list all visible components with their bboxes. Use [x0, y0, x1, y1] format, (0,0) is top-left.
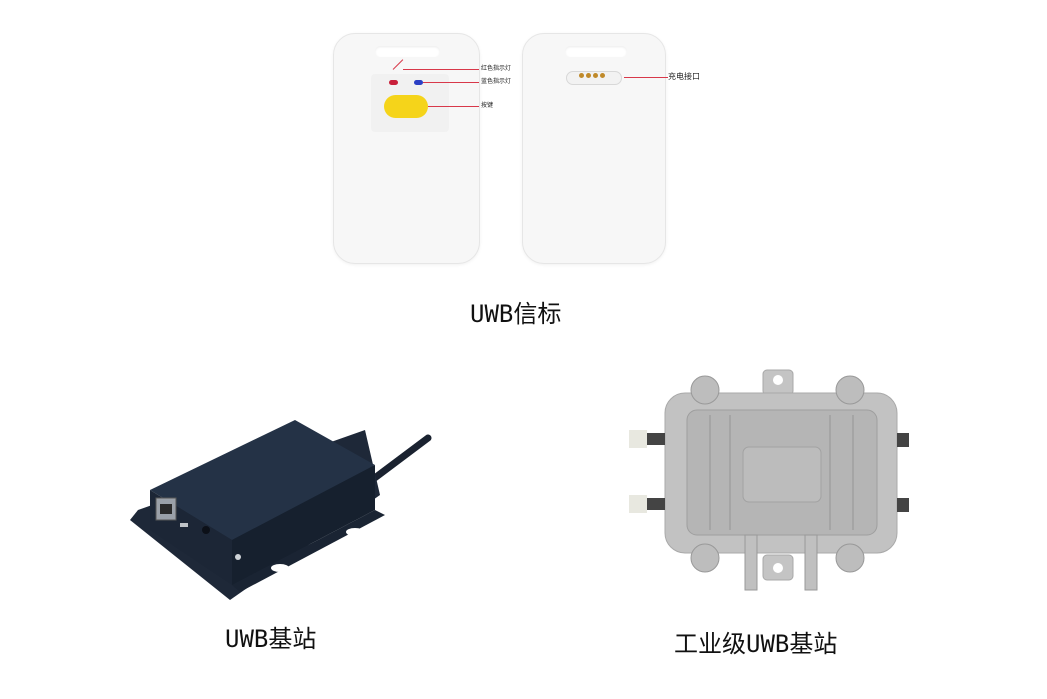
antenna-icon	[368, 434, 432, 484]
blue-led-indicator	[414, 80, 423, 85]
lanyard-slot	[375, 46, 440, 57]
red-led-callout-line	[403, 69, 479, 70]
charging-pin	[593, 73, 598, 78]
uwb-beacon-caption: UWB信标	[470, 300, 562, 328]
lanyard-slot	[565, 46, 627, 57]
industrial-uwb-base-station-caption: 工业级UWB基站	[674, 630, 838, 658]
button-callout-line	[428, 106, 479, 107]
blue-led-label: 蓝色指示灯	[481, 78, 512, 85]
charging-port-callout-line	[624, 77, 668, 78]
charging-port-label: 充电接口	[668, 72, 700, 81]
charging-pin	[600, 73, 605, 78]
uwb-base-station-caption: UWB基站	[225, 625, 317, 653]
charging-pin	[579, 73, 584, 78]
red-led-indicator	[389, 80, 398, 85]
beacon-button	[384, 95, 428, 118]
uwb-beacon-front-image	[333, 33, 480, 264]
uwb-beacon-back-image	[522, 33, 666, 264]
red-led-label: 红色指示灯	[481, 65, 512, 72]
industrial-uwb-base-station-image	[629, 369, 909, 591]
charging-pin	[586, 73, 591, 78]
uwb-base-station-image	[130, 420, 432, 600]
blue-led-callout-line	[423, 82, 479, 83]
button-label: 按键	[481, 102, 494, 109]
